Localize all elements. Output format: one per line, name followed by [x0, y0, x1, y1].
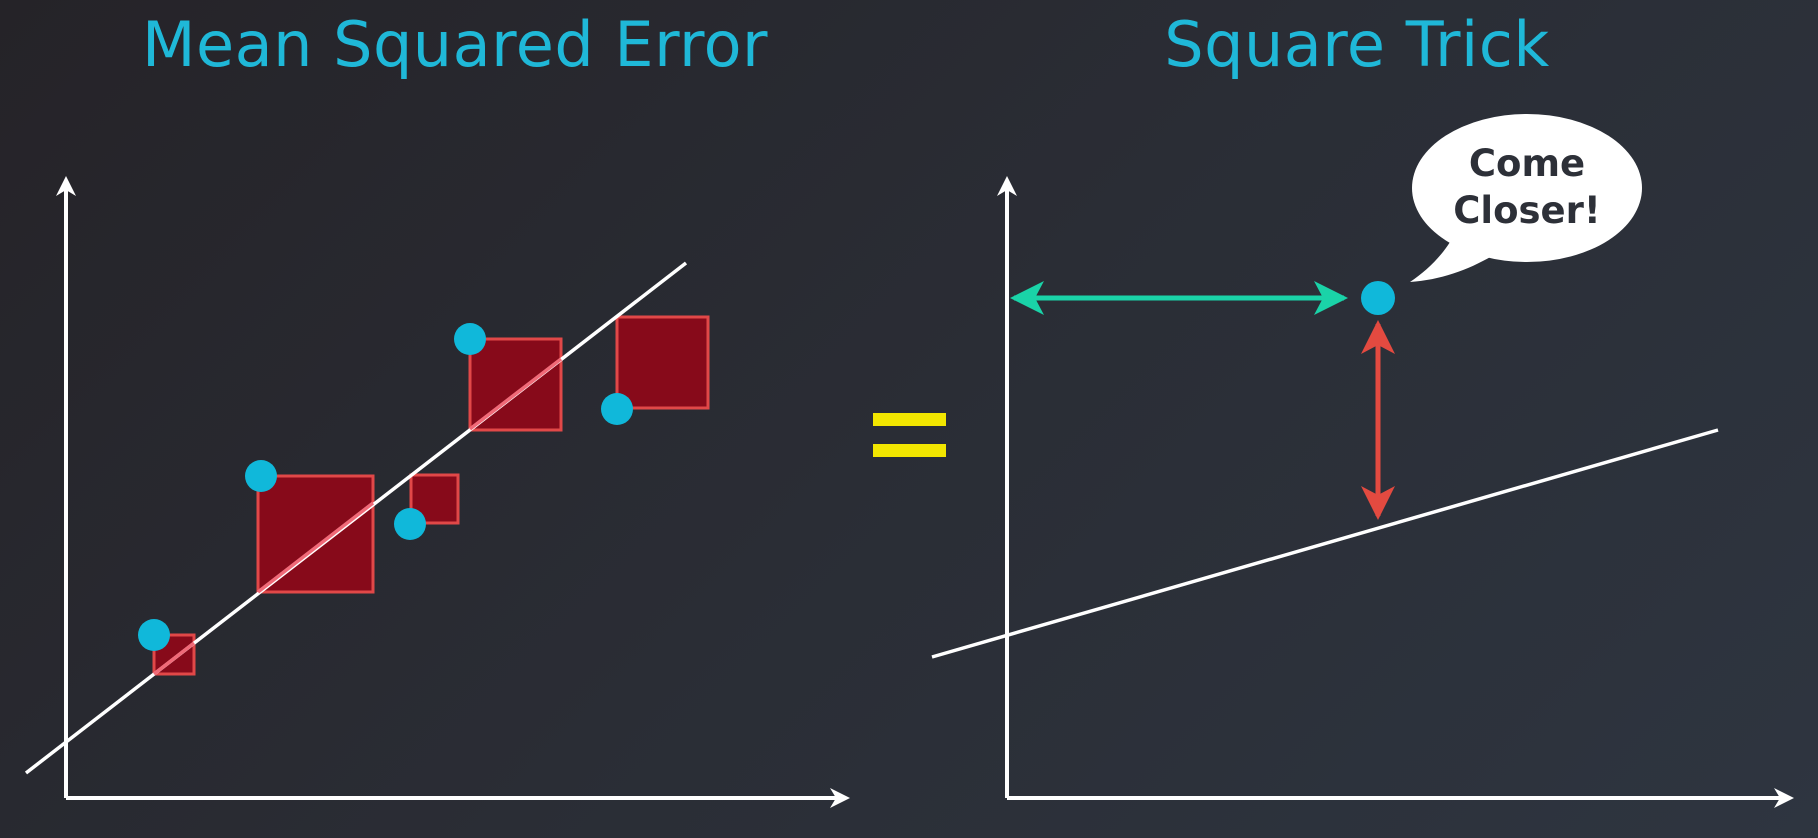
regression-line-right — [931, 428, 1719, 659]
data-point-4 — [454, 323, 486, 355]
error-square-4 — [468, 337, 563, 432]
data-point-3 — [394, 508, 426, 540]
left-panel-title: Mean Squared Error — [141, 8, 769, 81]
data-point-5 — [601, 393, 633, 425]
error-square-2 — [256, 474, 375, 594]
speech-bubble-line-2: Closer! — [1453, 189, 1601, 232]
equals-sign — [873, 413, 946, 457]
target-point — [1361, 281, 1395, 315]
right-panel-title: Square Trick — [1164, 8, 1550, 81]
data-point-1 — [138, 619, 170, 651]
right-panel: Come Closer! — [931, 114, 1794, 808]
data-point-2 — [245, 460, 277, 492]
error-square-5 — [615, 315, 710, 410]
speech-bubble: Come Closer! — [1410, 114, 1642, 282]
regression-line-overlay-2 — [256, 501, 375, 594]
left-panel — [24, 176, 850, 808]
speech-bubble-line-1: Come — [1469, 142, 1585, 185]
regression-line-overlay-1 — [152, 641, 196, 676]
regression-line-overlay-3 — [468, 357, 563, 431]
